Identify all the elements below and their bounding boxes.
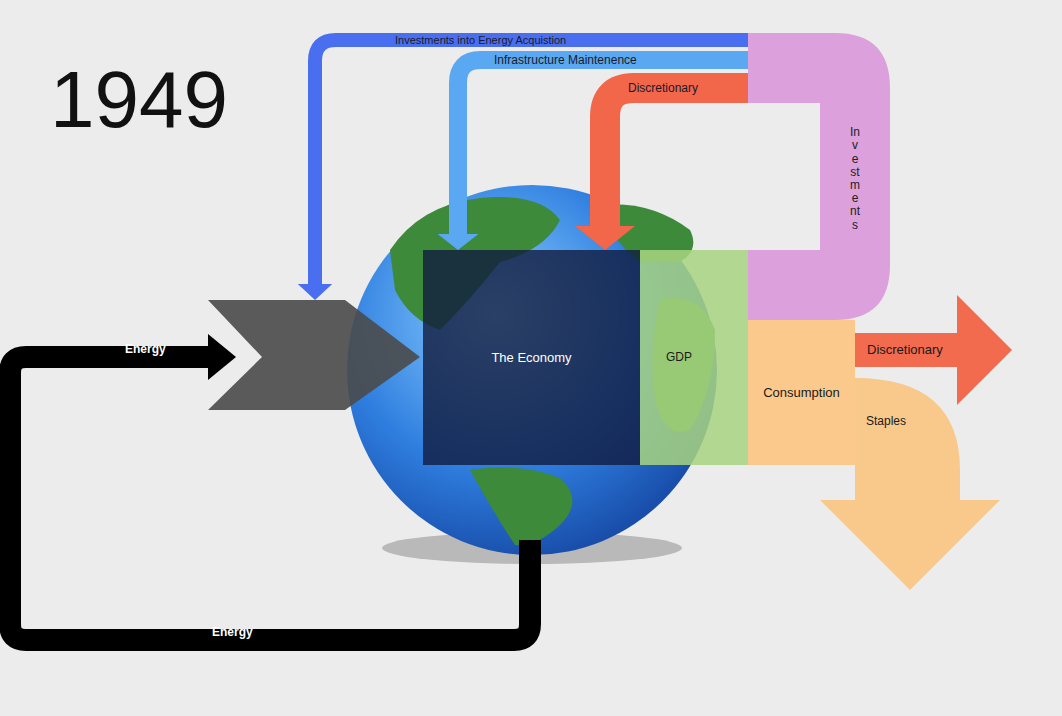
arrowhead xyxy=(575,226,635,250)
connector-label: Investments into Energy Acquistion xyxy=(395,33,566,47)
connector-label: Infrastructure Maintenence xyxy=(494,53,637,67)
economy-box: The Economy xyxy=(423,250,640,465)
investments-column: Investments xyxy=(820,96,890,262)
node-label: Consumption xyxy=(763,385,840,401)
arrowhead xyxy=(438,234,479,250)
connector-label: Discretionary xyxy=(628,81,698,95)
gdp-band: GDP xyxy=(640,250,748,465)
flow-label: Energy xyxy=(125,341,166,357)
energy-arrowhead xyxy=(208,334,236,380)
node-label: Investments xyxy=(849,126,861,232)
staples-arrow-shape xyxy=(820,378,1000,590)
connector-line xyxy=(605,88,822,227)
year-title: 1949 xyxy=(50,58,228,142)
node-label: Staples xyxy=(866,414,906,428)
node-label: Discretionary xyxy=(867,342,943,358)
connector-line xyxy=(315,40,822,285)
flow-label: Energy xyxy=(212,624,253,640)
node-label: GDP xyxy=(666,350,692,364)
staples-arrow: Staples xyxy=(820,378,1000,590)
arrow-body xyxy=(820,378,1000,590)
energy-chevron xyxy=(208,300,420,410)
flow-connector xyxy=(575,88,822,250)
consumption-box: Consumption xyxy=(748,320,855,465)
node-label: The Economy xyxy=(491,350,571,366)
investments-loop xyxy=(748,33,890,320)
arrowhead xyxy=(298,284,332,300)
